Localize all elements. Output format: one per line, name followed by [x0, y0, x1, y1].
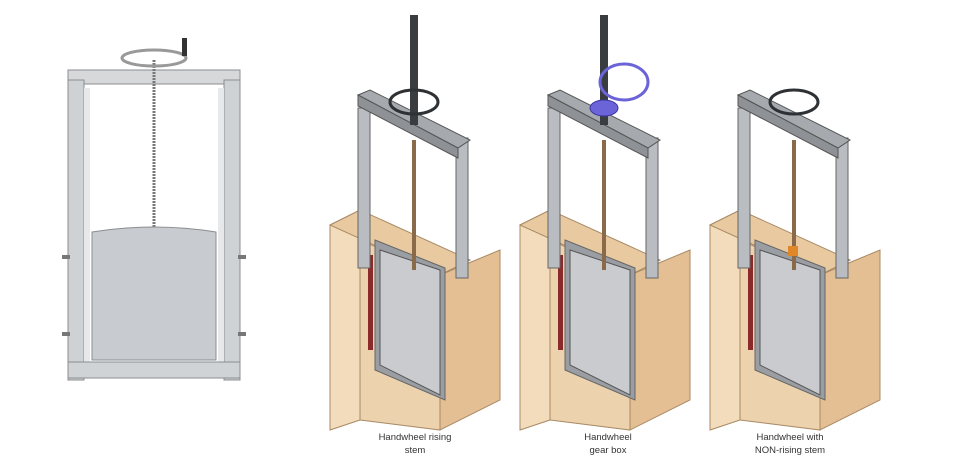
caption-rising-stem: Handwheel rising stem: [335, 431, 495, 457]
photo-sluice-gate: [62, 38, 246, 381]
caption-line: stem: [404, 445, 426, 456]
caption-line: Handwheel with: [756, 432, 824, 443]
gearbox-icon: [589, 99, 619, 117]
caption-line: NON-rising stem: [754, 445, 826, 456]
caption-line: gear box: [589, 445, 627, 456]
caption-line: Handwheel: [584, 432, 632, 443]
gate-gear-box: [518, 15, 691, 431]
handwheel-icon: [120, 48, 188, 68]
handwheel-icon: [388, 88, 440, 116]
handwheel-icon: [598, 62, 650, 102]
caption-gear-box: Handwheel gear box: [528, 431, 688, 457]
handwheel-icon: [768, 88, 820, 116]
gate-rising-stem: [328, 15, 501, 431]
gate-non-rising-stem: [708, 88, 881, 431]
caption-line: Handwheel rising: [378, 432, 452, 443]
caption-non-rising-stem: Handwheel with NON-rising stem: [710, 431, 870, 457]
